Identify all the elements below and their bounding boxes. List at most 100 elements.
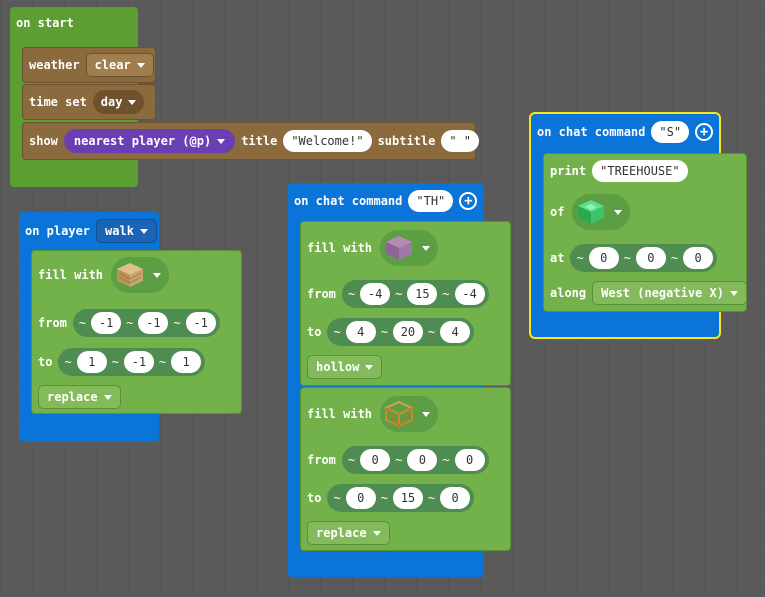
time-dropdown[interactable]: day bbox=[92, 90, 145, 114]
to-x-input[interactable]: 4 bbox=[345, 321, 376, 343]
block-picker[interactable] bbox=[111, 257, 170, 293]
along-label: along bbox=[550, 286, 587, 300]
show-label: show bbox=[29, 134, 58, 148]
time-value: day bbox=[100, 95, 123, 109]
relative-icon: ~ bbox=[64, 355, 72, 369]
from-x-input[interactable]: -1 bbox=[91, 312, 122, 334]
print-block[interactable]: print "TREEHOUSE" of at ~ 0 ~ 0 ~ 0 alon… bbox=[543, 153, 747, 312]
fill-mode-dropdown[interactable]: replace bbox=[307, 521, 390, 545]
time-set-label: time set bbox=[29, 95, 87, 109]
relative-icon: ~ bbox=[623, 251, 631, 265]
to-y-input[interactable]: 15 bbox=[392, 487, 423, 509]
show-title-block[interactable]: show nearest player (@p) title "Welcome!… bbox=[22, 122, 480, 160]
to-position: ~ 0 ~ 15 ~ 0 bbox=[327, 484, 475, 512]
chevron-down-icon bbox=[128, 99, 137, 105]
chevron-down-icon bbox=[372, 530, 381, 536]
relative-icon: ~ bbox=[670, 251, 679, 265]
fill-with-block-2[interactable]: fill with from ~ 0 ~ 0 ~ 0 to ~ 0 ~ bbox=[300, 387, 511, 551]
direction-dropdown[interactable]: West (negative X) bbox=[592, 281, 747, 305]
emerald-block-icon bbox=[578, 200, 605, 224]
of-label: of bbox=[550, 205, 565, 219]
add-parameter-icon[interactable]: + bbox=[459, 192, 478, 210]
relative-icon: ~ bbox=[158, 355, 167, 369]
fill-mode-value: replace bbox=[316, 526, 367, 540]
chat-command-input[interactable]: "TH" bbox=[408, 190, 454, 212]
to-x-input[interactable]: 0 bbox=[345, 487, 376, 509]
from-position: ~ -4 ~ 15 ~ -4 bbox=[341, 280, 489, 308]
subtitle-label: subtitle bbox=[377, 134, 436, 148]
fill-mode-value: replace bbox=[47, 390, 98, 404]
add-parameter-icon[interactable]: + bbox=[695, 123, 714, 141]
to-x-input[interactable]: 1 bbox=[76, 351, 107, 373]
from-z-input[interactable]: 0 bbox=[454, 449, 485, 471]
from-position: ~ 0 ~ 0 ~ 0 bbox=[341, 446, 489, 474]
from-y-input[interactable]: 15 bbox=[407, 283, 438, 305]
at-position: ~ 0 ~ 0 ~ 0 bbox=[570, 244, 718, 272]
from-z-input[interactable]: -1 bbox=[185, 312, 216, 334]
purpur-block-icon bbox=[386, 236, 413, 260]
on-player-label: on player bbox=[25, 224, 91, 238]
player-action-dropdown[interactable]: walk bbox=[96, 219, 157, 243]
weather-block[interactable]: weather clear bbox=[22, 47, 156, 83]
block-picker[interactable] bbox=[572, 194, 631, 230]
at-label: at bbox=[550, 251, 565, 265]
weather-label: weather bbox=[29, 58, 80, 72]
from-y-input[interactable]: 0 bbox=[407, 449, 438, 471]
title-input[interactable]: "Welcome!" bbox=[283, 130, 372, 152]
at-x-input[interactable]: 0 bbox=[588, 247, 619, 269]
chat-command-input[interactable]: "S" bbox=[651, 121, 690, 143]
to-position: ~ 4 ~ 20 ~ 4 bbox=[327, 318, 475, 346]
subtitle-input[interactable]: " " bbox=[441, 130, 480, 152]
from-position: ~ -1 ~ -1 ~ -1 bbox=[72, 309, 220, 337]
relative-icon: ~ bbox=[78, 316, 87, 330]
relative-icon: ~ bbox=[395, 453, 403, 467]
from-y-input[interactable]: -1 bbox=[138, 312, 169, 334]
relative-icon: ~ bbox=[380, 491, 388, 505]
to-y-input[interactable]: 20 bbox=[392, 321, 423, 343]
block-picker[interactable] bbox=[380, 396, 439, 432]
chevron-down-icon bbox=[365, 364, 374, 370]
fill-with-block-1[interactable]: fill with from ~ -4 ~ 15 ~ -4 to ~ 4 ~ 2… bbox=[300, 221, 511, 386]
from-label: from bbox=[307, 453, 336, 467]
relative-icon: ~ bbox=[442, 453, 450, 467]
oak-planks-icon bbox=[117, 263, 144, 287]
chevron-down-icon bbox=[103, 394, 112, 400]
relative-icon: ~ bbox=[111, 355, 119, 369]
fill-mode-dropdown[interactable]: replace bbox=[38, 385, 121, 409]
target-selector-dropdown[interactable]: nearest player (@p) bbox=[63, 129, 236, 153]
relative-icon: ~ bbox=[576, 251, 584, 265]
to-y-input[interactable]: -1 bbox=[123, 351, 154, 373]
time-set-block[interactable]: time set day bbox=[22, 84, 156, 120]
fill-with-label: fill with bbox=[38, 268, 104, 282]
scaffolding-icon bbox=[384, 400, 415, 428]
title-label: title bbox=[241, 134, 278, 148]
block-picker[interactable] bbox=[380, 230, 439, 266]
at-z-input[interactable]: 0 bbox=[683, 247, 714, 269]
to-z-input[interactable]: 4 bbox=[440, 321, 471, 343]
fill-mode-value: hollow bbox=[316, 360, 360, 374]
fill-mode-dropdown[interactable]: hollow bbox=[307, 355, 383, 379]
chevron-down-icon bbox=[217, 138, 226, 144]
to-label: to bbox=[307, 325, 322, 339]
to-z-input[interactable]: 0 bbox=[440, 487, 471, 509]
at-y-input[interactable]: 0 bbox=[635, 247, 666, 269]
on-chat-command-label: on chat command bbox=[537, 125, 646, 139]
direction-value: West (negative X) bbox=[601, 286, 724, 300]
to-label: to bbox=[307, 491, 322, 505]
relative-icon: ~ bbox=[333, 491, 341, 505]
on-chat-command-label: on chat command bbox=[294, 194, 403, 208]
weather-value: clear bbox=[94, 58, 131, 72]
relative-icon: ~ bbox=[442, 287, 450, 301]
fill-with-label: fill with bbox=[307, 241, 373, 255]
relative-icon: ~ bbox=[347, 287, 356, 301]
fill-with-block[interactable]: fill with from ~ -1 ~ -1 ~ -1 to bbox=[31, 250, 242, 414]
relative-icon: ~ bbox=[427, 491, 436, 505]
from-z-input[interactable]: -4 bbox=[454, 283, 485, 305]
to-z-input[interactable]: 1 bbox=[171, 351, 202, 373]
from-x-input[interactable]: -4 bbox=[360, 283, 391, 305]
from-x-input[interactable]: 0 bbox=[360, 449, 391, 471]
print-text-input[interactable]: "TREEHOUSE" bbox=[592, 160, 688, 182]
relative-icon: ~ bbox=[395, 287, 403, 301]
relative-icon: ~ bbox=[427, 325, 436, 339]
weather-dropdown[interactable]: clear bbox=[85, 53, 154, 77]
